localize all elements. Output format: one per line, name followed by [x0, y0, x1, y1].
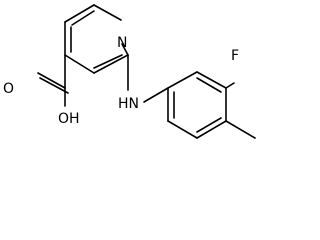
bond — [196, 71, 227, 89]
pyridine-ring — [64, 4, 129, 74]
bond — [196, 120, 227, 139]
bond — [93, 54, 123, 69]
bond — [167, 120, 198, 139]
benzene-ring — [167, 71, 227, 139]
amine-bridge — [127, 54, 169, 103]
bond — [196, 117, 222, 133]
substituents — [225, 82, 256, 139]
molecule-structure: N F HN OH O — [3, 4, 256, 139]
bond — [39, 77, 69, 94]
bond — [64, 4, 95, 23]
carbonyl-oxygen-label: O — [3, 81, 14, 97]
bond — [37, 72, 66, 89]
bond — [71, 10, 95, 26]
bond — [167, 71, 198, 89]
hydroxyl-label: OH — [58, 111, 80, 127]
nitrogen-ring-label: N — [117, 35, 127, 51]
fluorine-label: F — [231, 48, 239, 64]
bond — [225, 120, 256, 139]
amine-label: HN — [118, 96, 139, 112]
bond — [64, 54, 95, 74]
bond — [121, 43, 129, 56]
bond — [225, 82, 235, 89]
bond — [143, 87, 169, 103]
bond — [196, 77, 222, 93]
bond — [93, 4, 122, 21]
bond — [93, 54, 129, 74]
carboxylic-acid-group — [37, 54, 69, 107]
